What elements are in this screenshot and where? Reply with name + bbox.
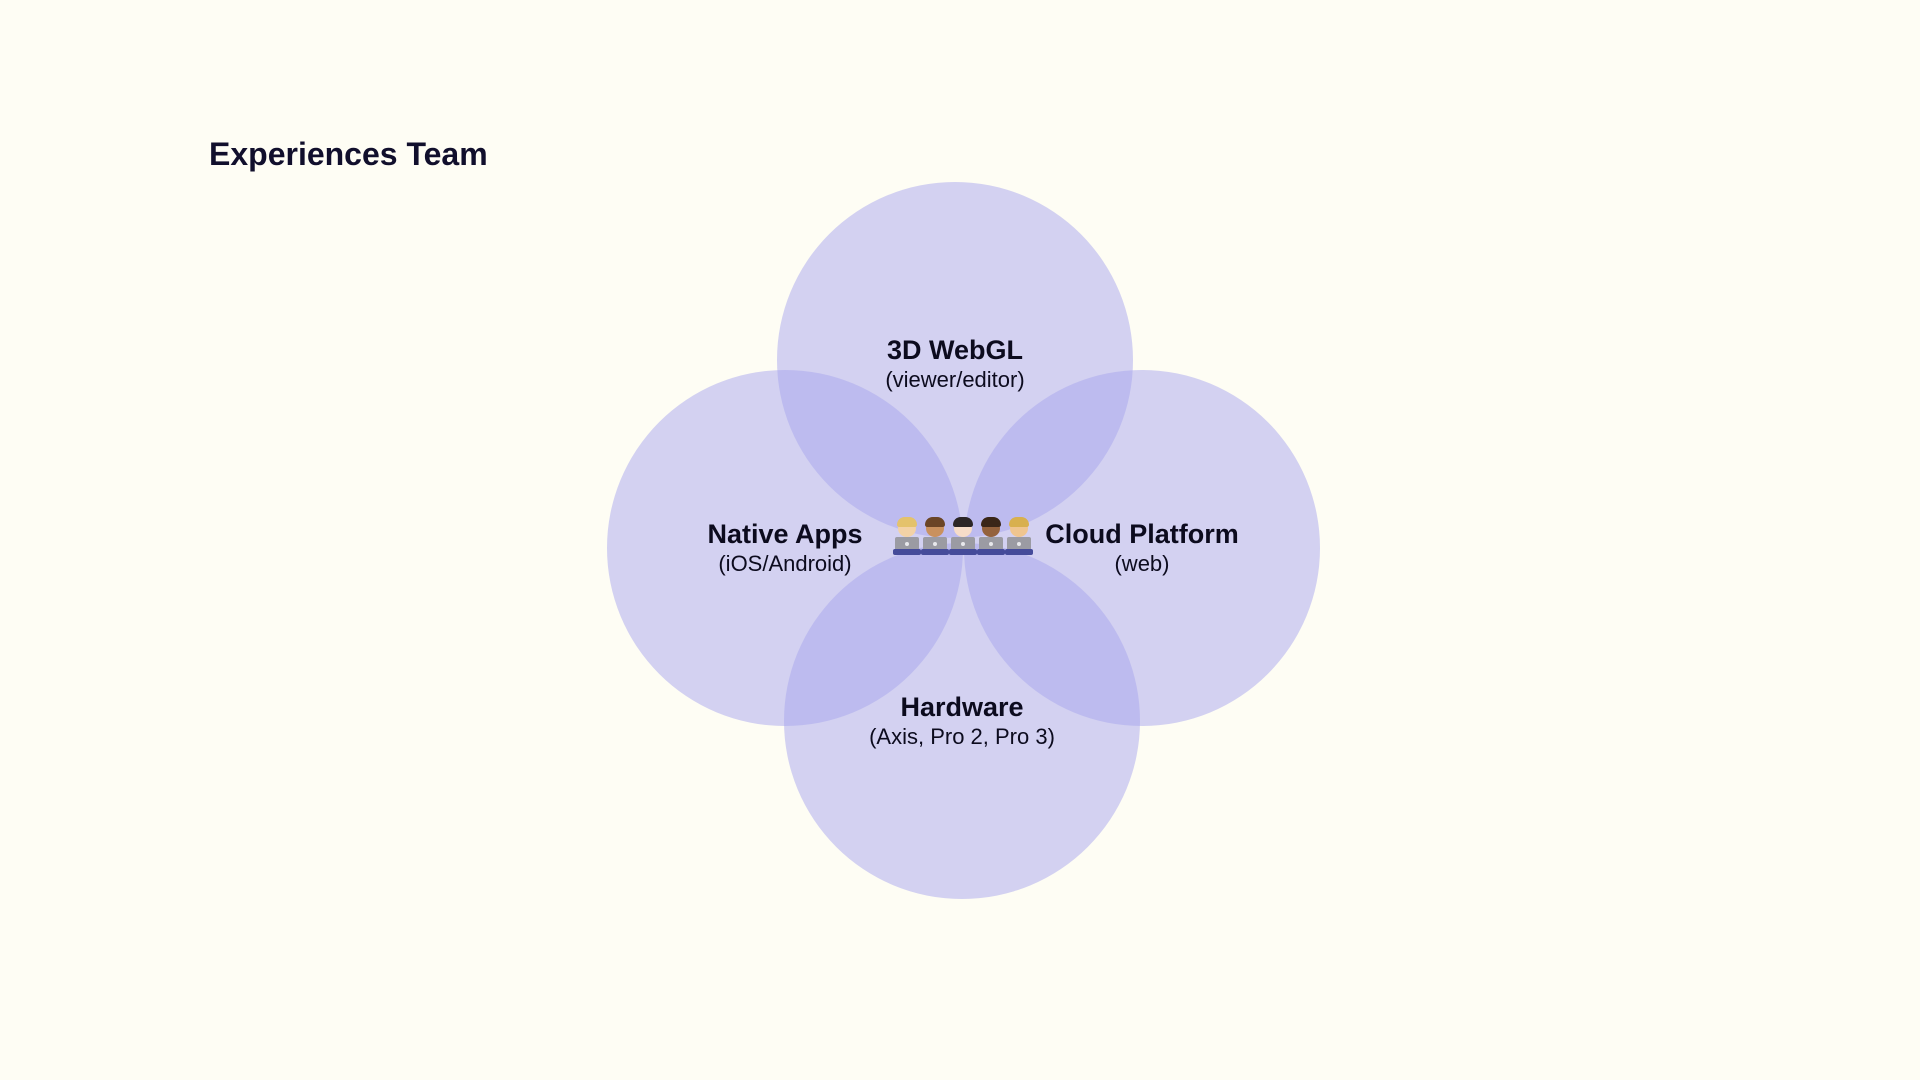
label-native-apps: Native Apps (iOS/Android)	[707, 519, 862, 578]
technologist-icon	[977, 515, 1005, 557]
label-cloud-platform-title: Cloud Platform	[1045, 519, 1239, 549]
technologist-emoji-group	[893, 515, 1033, 557]
label-hardware-title: Hardware	[900, 692, 1024, 722]
label-cloud-platform-subtitle: (web)	[1114, 551, 1170, 576]
circle-hardware	[784, 543, 1140, 899]
label-cloud-platform: Cloud Platform (web)	[1045, 519, 1239, 578]
technologist-icon	[893, 515, 921, 557]
technologist-icon	[1005, 515, 1033, 557]
label-hardware: Hardware (Axis, Pro 2, Pro 3)	[869, 692, 1055, 751]
technologist-icon	[921, 515, 949, 557]
label-native-apps-subtitle: (iOS/Android)	[718, 551, 852, 576]
diagram-title: Experiences Team	[209, 136, 488, 172]
label-hardware-subtitle: (Axis, Pro 2, Pro 3)	[869, 724, 1055, 749]
label-webgl-subtitle: (viewer/editor)	[885, 367, 1025, 392]
label-native-apps-title: Native Apps	[707, 519, 863, 549]
label-webgl-title: 3D WebGL	[886, 335, 1023, 365]
technologist-icon	[949, 515, 977, 557]
label-webgl: 3D WebGL (viewer/editor)	[885, 335, 1024, 394]
